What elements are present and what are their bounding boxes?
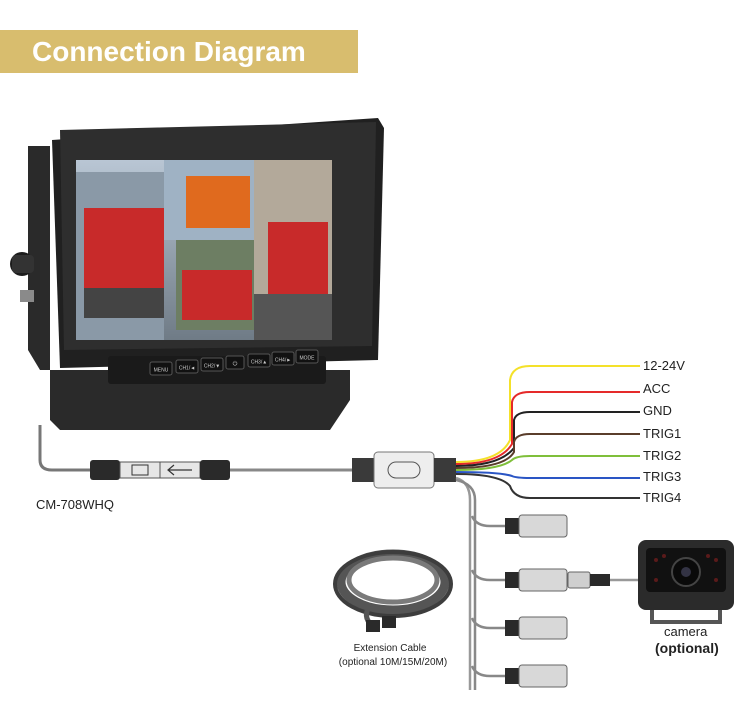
svg-text:MENU: MENU xyxy=(154,368,169,374)
camera-icon xyxy=(638,540,734,624)
monitor-button[interactable]: CH2/▼ xyxy=(200,357,224,372)
diagram-title: Connection Diagram xyxy=(0,30,358,73)
svg-text:CH1/◄: CH1/◄ xyxy=(179,366,195,372)
truck-image-1 xyxy=(84,208,164,288)
camera-branches xyxy=(455,476,568,690)
camera-connector-2 xyxy=(518,568,568,592)
mount-screw-icon xyxy=(20,290,34,302)
camera-link xyxy=(567,571,650,589)
wire-12-24v xyxy=(455,365,640,463)
power-wires xyxy=(455,365,640,499)
monitor-button[interactable]: MENU xyxy=(149,361,173,376)
wire-acc xyxy=(455,391,640,465)
svg-text:⏻: ⏻ xyxy=(233,361,238,368)
monitor-screen xyxy=(76,160,332,340)
wire-label-acc: ACC xyxy=(643,381,670,396)
extension-cable-label: Extension Cable xyxy=(354,643,427,654)
wire-label-trig3: TRIG3 xyxy=(643,469,681,484)
wire-label-gnd: GND xyxy=(643,403,672,418)
truck-image-4 xyxy=(268,222,328,294)
camera-connector-1 xyxy=(518,514,568,538)
wire-label-trig2: TRIG2 xyxy=(643,448,681,463)
monitor-cable xyxy=(38,425,352,480)
connector-female xyxy=(200,460,230,480)
monitor-button[interactable]: MODE xyxy=(295,349,319,364)
arrow-left-icon xyxy=(167,464,192,476)
monitor-button[interactable]: CH4/► xyxy=(271,351,295,366)
splitter-box xyxy=(352,451,456,489)
wire-label-trig1: TRIG1 xyxy=(643,426,681,441)
svg-text:CH4/►: CH4/► xyxy=(275,358,291,364)
truck-image-3 xyxy=(182,270,252,320)
connector-male xyxy=(90,460,120,480)
monitor-button[interactable]: ⏻ xyxy=(225,355,245,370)
wire-label-12-24v: 12-24V xyxy=(643,358,685,373)
extension-cable-options: (optional 10M/15M/20M) xyxy=(339,657,447,668)
wire-label-trig4: TRIG4 xyxy=(643,490,681,505)
monitor xyxy=(10,118,384,430)
camera-connector-3 xyxy=(518,616,568,640)
wire-trig1 xyxy=(455,433,640,469)
monitor-button[interactable]: CH1/◄ xyxy=(175,359,199,374)
wire-gnd xyxy=(455,411,640,467)
model-label: CM-708WHQ xyxy=(36,497,114,512)
svg-text:CH3/▲: CH3/▲ xyxy=(251,360,267,366)
truck-image-2 xyxy=(186,176,250,228)
wire-labels: 12-24V ACC GND TRIG1 TRIG2 TRIG3 TRIG4 xyxy=(643,358,685,505)
camera-label: camera xyxy=(664,624,708,639)
svg-text:MODE: MODE xyxy=(300,356,316,362)
camera-optional-label: (optional) xyxy=(655,640,719,656)
svg-text:CH2/▼: CH2/▼ xyxy=(204,364,220,370)
monitor-button[interactable]: CH3/▲ xyxy=(247,353,271,368)
camera-connector-4 xyxy=(518,664,568,688)
extension-cable-coil xyxy=(333,549,453,632)
wire-trig2 xyxy=(455,455,640,471)
wire-trig3 xyxy=(455,471,640,479)
monitor-buttons: MENU CH1/◄ CH2/▼ ⏻ CH3/▲ CH4/► MODE xyxy=(149,349,319,376)
wire-trig4 xyxy=(455,473,640,499)
